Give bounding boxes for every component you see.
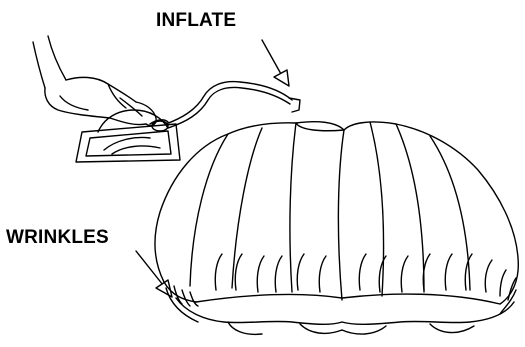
- pump-hose: [166, 82, 300, 128]
- inflatable-dome: [155, 122, 518, 335]
- pump-illustration: [76, 110, 180, 162]
- inflate-arrow: [262, 40, 289, 86]
- hand-illustration: [33, 36, 156, 126]
